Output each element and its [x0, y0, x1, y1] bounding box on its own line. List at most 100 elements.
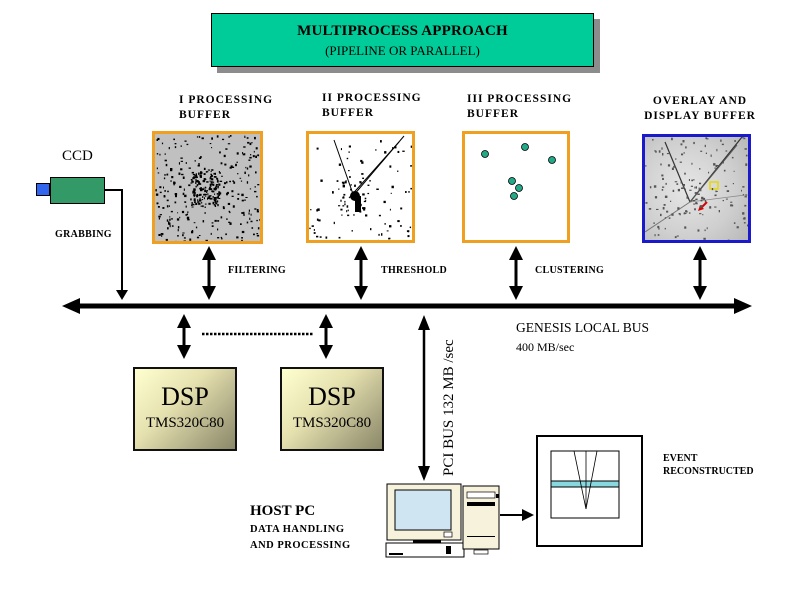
speckle-dot	[259, 219, 260, 221]
speckle-dot	[158, 215, 161, 218]
speckle-dot	[316, 235, 319, 238]
speckle-dot	[216, 135, 219, 138]
speckle-dot	[215, 176, 217, 178]
track-line	[689, 144, 738, 203]
speckle-dot	[177, 229, 179, 232]
speckle-dot	[698, 187, 700, 190]
speckle-dot	[224, 163, 227, 166]
speckle-dot	[208, 188, 211, 191]
speckle-dot	[256, 234, 260, 237]
speckle-dot	[199, 188, 201, 190]
speckle-dot	[359, 210, 362, 213]
speckle-dot	[198, 163, 200, 166]
speckle-dot	[173, 138, 175, 141]
speckle-dot	[199, 193, 202, 196]
speckle-dot	[195, 180, 198, 183]
speckle-dot	[254, 186, 256, 188]
speckle-dot	[209, 186, 211, 188]
speckle-dot	[742, 186, 745, 188]
speckle-dot	[320, 179, 323, 182]
speckle-dot	[345, 180, 347, 183]
speckle-dot	[653, 185, 657, 188]
speckle-dot	[733, 222, 736, 224]
speckle-dot	[162, 233, 164, 236]
speckle-dot	[212, 201, 215, 205]
speckle-dot	[405, 191, 407, 193]
speckle-dot	[211, 183, 213, 186]
track-line	[348, 141, 400, 199]
speckle-dot	[215, 185, 218, 188]
speckle-dot	[198, 173, 200, 175]
speckle-dot	[714, 206, 717, 208]
speckle-dot	[233, 181, 236, 184]
speckle-dot	[684, 226, 687, 229]
speckle-dot	[198, 182, 201, 185]
speckle-dot	[338, 163, 342, 166]
speckle-dot	[178, 162, 180, 165]
speckle-dot	[236, 152, 239, 155]
speckle-dot	[674, 181, 678, 183]
speckle-dot	[229, 211, 231, 214]
speckle-dot	[660, 213, 662, 217]
speckle-dot	[240, 180, 243, 182]
speckle-dot	[699, 182, 702, 185]
speckle-dot	[732, 183, 734, 185]
event-arrow-head	[522, 509, 534, 521]
speckle-dot	[192, 203, 195, 206]
speckle-dot	[204, 206, 206, 208]
speckle-dot	[195, 226, 198, 229]
grabbing-arrow-head	[116, 290, 128, 300]
speckle-dot	[378, 233, 380, 236]
buffer-2-image	[306, 131, 415, 243]
speckle-dot	[200, 156, 202, 159]
speckle-dot	[397, 170, 399, 172]
speckle-dot	[232, 205, 235, 208]
speckle-dot	[193, 199, 195, 202]
speckle-dot	[155, 193, 159, 196]
speckle-dot	[193, 194, 196, 197]
speckle-dot	[407, 235, 410, 238]
speckle-dot	[203, 193, 206, 196]
speckle-dot	[158, 234, 161, 236]
bus-arrow-right	[734, 298, 752, 314]
speckle-dot	[241, 212, 244, 214]
local-bus-speed: 400 MB/sec	[516, 340, 575, 354]
speckle-dot	[731, 156, 734, 159]
speckle-dot	[688, 212, 691, 214]
speckle-dot	[163, 177, 166, 180]
speckle-dot	[706, 227, 708, 230]
speckle-dot	[170, 180, 172, 182]
speckle-dot	[703, 237, 706, 240]
speckle-dot	[193, 190, 195, 193]
speckle-dot	[653, 222, 655, 224]
title-main: MULTIPROCESS APPROACH	[297, 23, 508, 39]
speckle-dot	[192, 177, 194, 179]
speckle-dot	[684, 172, 686, 175]
speckle-dot	[736, 226, 739, 229]
speckle-dot	[164, 159, 167, 162]
speckle-dot	[194, 160, 196, 162]
speckle-dot	[166, 173, 169, 176]
speckle-dot	[730, 201, 733, 203]
speckle-dot	[250, 220, 253, 223]
speckle-dot	[214, 200, 217, 203]
speckle-dot	[700, 188, 702, 192]
speckle-dot	[226, 218, 228, 220]
speckle-dot	[199, 183, 202, 185]
speckle-dot	[205, 193, 207, 196]
speckle-dot	[722, 200, 724, 202]
ccd-label: CCD	[62, 148, 93, 164]
speckle-dot	[353, 198, 355, 200]
speckle-dot	[171, 176, 174, 179]
speckle-dot	[249, 142, 252, 146]
speckle-dot	[745, 194, 748, 196]
speckle-dot	[313, 232, 316, 234]
cluster-dot	[510, 192, 518, 200]
speckle-dot	[227, 191, 229, 195]
speckle-dot	[163, 186, 164, 189]
speckle-dot	[204, 190, 207, 193]
speckle-dot	[316, 209, 319, 212]
clustering-label: CLUSTERING	[535, 265, 605, 276]
speckle-dot	[184, 201, 187, 203]
speckle-dot	[742, 194, 744, 196]
